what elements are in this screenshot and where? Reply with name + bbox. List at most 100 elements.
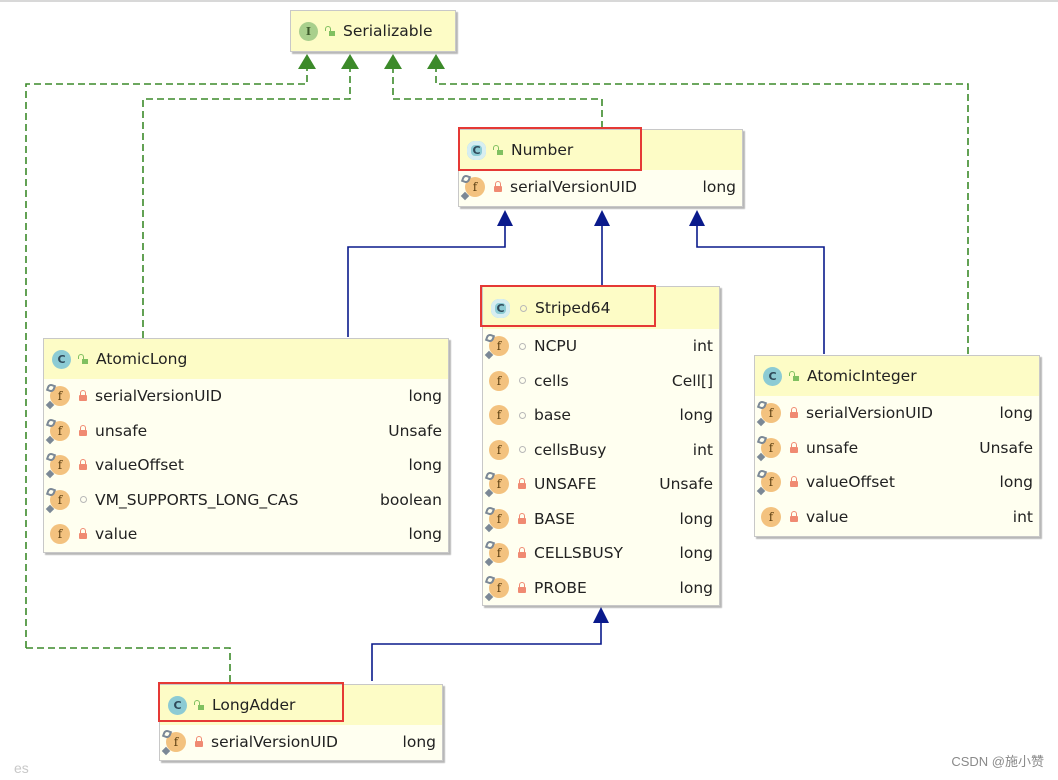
field-type: int <box>692 337 713 356</box>
static-field-icon: f <box>489 336 509 357</box>
field-name: serialVersionUID <box>211 733 338 752</box>
field-name: BASE <box>534 509 575 528</box>
field-name: NCPU <box>534 337 578 356</box>
arrowhead-inheritance-3 <box>689 210 705 226</box>
field-type: long <box>999 404 1033 423</box>
watermark: CSDN @施小赞 <box>951 754 1044 769</box>
field-row[interactable]: f value int <box>755 500 1039 535</box>
class-header: C AtomicInteger <box>755 356 1039 396</box>
class-node-number[interactable]: C Number f serialVersionUID long <box>458 129 743 207</box>
private-lock-icon <box>516 478 528 490</box>
static-field-icon: f <box>50 455 70 476</box>
field-row[interactable]: f unsafe Unsafe <box>755 431 1039 466</box>
field-name: valueOffset <box>806 473 895 492</box>
class-node-longadder[interactable]: C LongAdder f serialVersionUID long <box>159 684 443 761</box>
field-name: value <box>806 507 849 526</box>
interface-icon: I <box>299 21 318 41</box>
public-visibility-icon <box>78 353 90 365</box>
field-type: boolean <box>380 490 442 509</box>
field-name: unsafe <box>95 421 148 440</box>
package-visibility-icon <box>516 340 528 352</box>
field-icon: f <box>50 524 70 545</box>
field-row[interactable]: f serialVersionUID long <box>44 379 448 414</box>
class-node-striped64[interactable]: C Striped64 f NCPU int f cells Cell[] f … <box>482 286 720 606</box>
static-field-icon: f <box>761 472 781 493</box>
class-name: Number <box>511 141 574 159</box>
edge-atomiclong-serializable <box>25 68 308 648</box>
field-row[interactable]: f serialVersionUID long <box>459 170 742 205</box>
abstract-class-icon: C <box>491 298 510 318</box>
edge-longadder-realization-left <box>26 647 231 684</box>
class-header: C Striped64 <box>483 287 719 329</box>
class-header: I Serializable <box>291 11 455 51</box>
field-name: cellsBusy <box>534 440 607 459</box>
class-name: Striped64 <box>535 299 611 317</box>
field-type: long <box>408 387 442 406</box>
edge-atomicinteger-serializable <box>435 68 969 354</box>
class-header: C LongAdder <box>160 685 442 725</box>
static-field-icon: f <box>761 403 781 424</box>
public-visibility-icon <box>325 25 337 37</box>
field-row[interactable]: f valueOffset long <box>44 448 448 483</box>
field-row[interactable]: f value long <box>44 517 448 552</box>
arrowhead-realization-4 <box>427 54 445 69</box>
field-type: Unsafe <box>659 475 713 494</box>
private-lock-icon <box>788 476 800 488</box>
static-field-icon: f <box>489 474 509 495</box>
edge-atomiclong-number <box>347 225 506 337</box>
private-lock-icon <box>516 512 528 525</box>
field-type: long <box>679 578 713 597</box>
field-row[interactable]: f VM_SUPPORTS_LONG_CAS boolean <box>44 483 448 518</box>
private-lock-icon <box>77 528 89 540</box>
static-field-icon: f <box>50 420 70 441</box>
class-name: LongAdder <box>212 696 296 714</box>
static-field-icon: f <box>489 508 509 529</box>
field-row[interactable]: f CELLSBUSY long <box>483 536 719 571</box>
field-row[interactable]: f unsafe Unsafe <box>44 414 448 449</box>
field-row[interactable]: f BASE long <box>483 502 719 537</box>
class-node-atomiclong[interactable]: C AtomicLong f serialVersionUID long f u… <box>43 338 449 553</box>
edge-atomiclong-to-serializable <box>142 68 351 338</box>
class-name: Serializable <box>343 22 433 40</box>
field-row[interactable]: f valueOffset long <box>755 465 1039 500</box>
class-node-atomicinteger[interactable]: C AtomicInteger f serialVersionUID long … <box>754 355 1040 537</box>
field-row[interactable]: f UNSAFE Unsafe <box>483 467 719 502</box>
field-row[interactable]: f serialVersionUID long <box>755 396 1039 431</box>
field-name: unsafe <box>806 438 859 457</box>
field-row[interactable]: f cells Cell[] <box>483 364 719 399</box>
field-icon: f <box>761 506 781 527</box>
private-lock-icon <box>77 424 89 437</box>
partial-text: es <box>14 760 29 776</box>
private-lock-icon <box>788 407 800 419</box>
class-header: C Number <box>459 130 742 170</box>
field-row[interactable]: f NCPU int <box>483 329 719 364</box>
arrowhead-inheritance-1 <box>497 210 513 226</box>
package-visibility-icon <box>516 409 528 421</box>
field-row[interactable]: f base long <box>483 398 719 433</box>
top-border <box>0 0 1058 2</box>
public-visibility-icon <box>194 699 206 711</box>
static-field-icon: f <box>50 489 70 510</box>
field-row[interactable]: f serialVersionUID long <box>160 725 442 760</box>
class-name: AtomicLong <box>96 350 188 368</box>
private-lock-icon <box>788 441 800 454</box>
arrowhead-realization-2 <box>341 54 359 69</box>
field-type: long <box>702 178 736 197</box>
field-type: long <box>408 456 442 475</box>
abstract-class-icon: C <box>467 140 486 160</box>
field-row[interactable]: f PROBE long <box>483 571 719 606</box>
field-type: long <box>408 525 442 544</box>
class-node-serializable[interactable]: I Serializable <box>290 10 456 52</box>
private-lock-icon <box>516 581 528 594</box>
class-icon: C <box>168 695 187 715</box>
package-visibility-icon <box>517 302 529 314</box>
field-name: UNSAFE <box>534 475 597 494</box>
public-visibility-icon <box>493 144 505 156</box>
private-lock-icon <box>516 547 528 559</box>
field-name: serialVersionUID <box>806 404 933 423</box>
field-row[interactable]: f cellsBusy int <box>483 433 719 468</box>
field-name: base <box>534 406 571 425</box>
static-field-icon: f <box>465 177 485 198</box>
static-field-icon: f <box>761 437 781 458</box>
field-type: Unsafe <box>388 421 442 440</box>
